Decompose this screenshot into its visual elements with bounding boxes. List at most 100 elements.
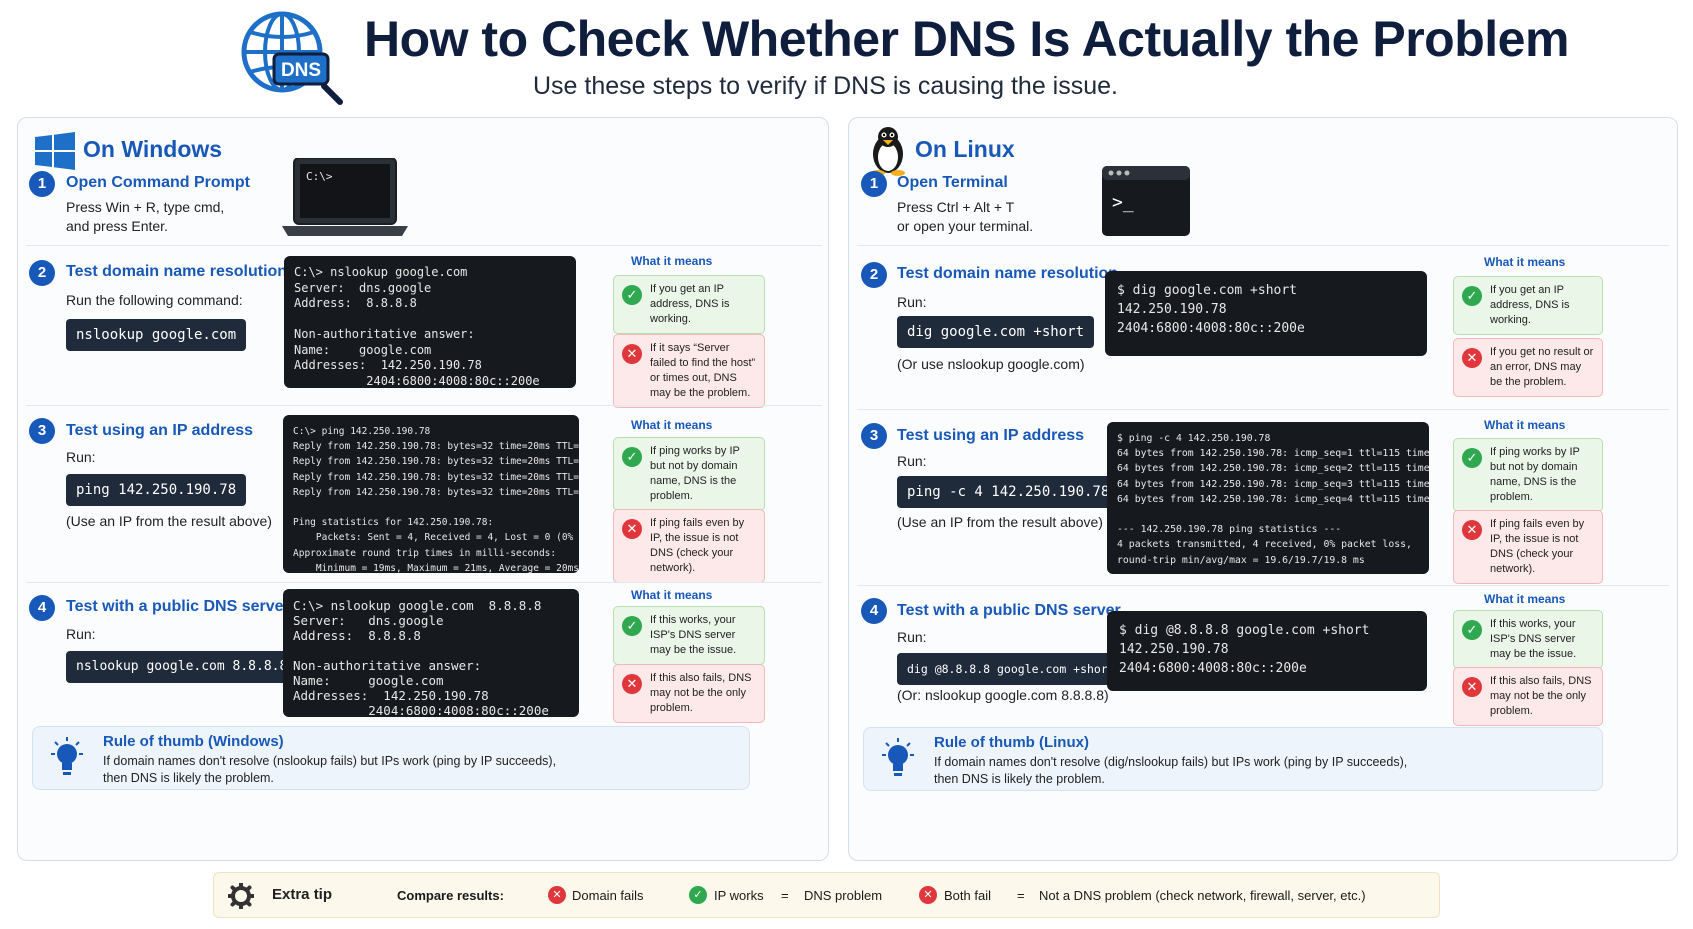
public-dns-command[interactable]: dig @8.8.8.8 google.com +short bbox=[897, 653, 1125, 685]
step-1-number: 1 bbox=[29, 171, 55, 197]
step-2-desc: Run the following command: bbox=[66, 292, 243, 308]
dns-globe-icon: DNS bbox=[241, 11, 343, 105]
step-1-title: Open Terminal bbox=[897, 174, 1008, 191]
success-card: ✓ If ping works by IP but not by domain … bbox=[613, 437, 765, 511]
both-fail-label: Both fail bbox=[944, 888, 991, 903]
divider bbox=[857, 245, 1669, 246]
equals-sign: = bbox=[1017, 888, 1025, 903]
lightbulb-icon bbox=[882, 738, 914, 776]
failure-card: ✕ If it says “Server failed to find the … bbox=[613, 334, 765, 408]
check-icon: ✓ bbox=[1462, 448, 1482, 468]
rule-of-thumb-box: Rule of thumb (Linux) If domain names do… bbox=[863, 727, 1603, 791]
step-1-title: Open Command Prompt bbox=[66, 174, 251, 191]
check-icon: ✓ bbox=[1462, 286, 1482, 306]
cross-icon: ✕ bbox=[1462, 520, 1482, 540]
svg-text:>_: >_ bbox=[1112, 192, 1134, 213]
equals-sign: = bbox=[781, 888, 789, 903]
step-2-desc: Run: bbox=[897, 294, 927, 310]
svg-text:C:\>: C:\> bbox=[306, 170, 333, 183]
step-4-title: Test with a public DNS server bbox=[66, 598, 290, 615]
step-3-title: Test using an IP address bbox=[897, 427, 1085, 444]
laptop-icon: C:\> bbox=[282, 158, 408, 236]
failure-card: ✕ If this also fails, DNS may not be the… bbox=[613, 664, 765, 723]
public-dns-command[interactable]: nslookup google.com 8.8.8.8 bbox=[66, 651, 298, 683]
success-card: ✓ If ping works by IP but not by domain … bbox=[1453, 438, 1603, 512]
terminal-icon: >_ bbox=[1102, 166, 1190, 236]
what-it-means-label: What it means bbox=[1484, 418, 1566, 432]
domain-fails-label: Domain fails bbox=[572, 888, 644, 903]
step-3-note: (Use an IP from the result above) bbox=[897, 514, 1103, 530]
ping-output: $ ping -c 4 142.250.190.78 64 bytes from… bbox=[1107, 422, 1429, 574]
cross-icon: ✕ bbox=[1462, 677, 1482, 697]
rule-of-thumb-box: Rule of thumb (Windows) If domain names … bbox=[32, 726, 750, 790]
success-card: ✓ If you get an IP address, DNS is worki… bbox=[613, 275, 765, 334]
rule-title: Rule of thumb (Windows) bbox=[103, 733, 284, 750]
step-1-desc: and press Enter. bbox=[66, 218, 168, 234]
public-dns-output: $ dig @8.8.8.8 google.com +short 142.250… bbox=[1107, 611, 1427, 691]
dig-command[interactable]: dig google.com +short bbox=[897, 316, 1095, 348]
step-2-number: 2 bbox=[29, 260, 55, 286]
extra-tip-bar: Extra tip Compare results: ✕ Domain fail… bbox=[213, 872, 1440, 918]
step-3-title: Test using an IP address bbox=[66, 422, 254, 439]
divider bbox=[857, 585, 1669, 586]
not-dns-label: Not a DNS problem (check network, firewa… bbox=[1039, 888, 1366, 903]
windows-title: On Windows bbox=[83, 136, 223, 162]
cross-icon: ✕ bbox=[548, 886, 566, 904]
success-card: ✓ If this works, your ISP's DNS server m… bbox=[613, 606, 765, 665]
failure-card: ✕ If ping fails even by IP, the issue is… bbox=[1453, 510, 1603, 584]
svg-text:DNS: DNS bbox=[281, 60, 321, 81]
lightbulb-icon bbox=[51, 737, 83, 775]
success-card: ✓ If this works, your ISP's DNS server m… bbox=[1453, 610, 1603, 669]
nslookup-command[interactable]: nslookup google.com bbox=[66, 319, 247, 351]
step-3-note: (Use an IP from the result above) bbox=[66, 513, 272, 529]
dig-output: $ dig google.com +short 142.250.190.78 2… bbox=[1105, 271, 1427, 356]
ping-output: C:\> ping 142.250.190.78 Reply from 142.… bbox=[283, 415, 579, 573]
failure-card: ✕ If this also fails, DNS may not be the… bbox=[1453, 667, 1603, 726]
step-1-desc: or open your terminal. bbox=[897, 218, 1034, 234]
check-icon: ✓ bbox=[622, 616, 642, 636]
what-it-means-label: What it means bbox=[631, 588, 713, 602]
step-3-number: 3 bbox=[861, 423, 887, 449]
check-icon: ✓ bbox=[1462, 620, 1482, 640]
divider bbox=[857, 409, 1669, 410]
check-icon: ✓ bbox=[622, 285, 642, 305]
ping-command[interactable]: ping 142.250.190.78 bbox=[66, 474, 247, 506]
step-1-desc: Press Win + R, type cmd, bbox=[66, 199, 225, 215]
ip-works-label: IP works bbox=[714, 888, 764, 903]
step-1-desc: Press Ctrl + Alt + T bbox=[897, 199, 1015, 215]
rule-text: If domain names don't resolve (nslookup … bbox=[103, 754, 557, 785]
step-4-desc: Run: bbox=[66, 626, 96, 642]
what-it-means-label: What it means bbox=[1484, 592, 1566, 606]
step-2-title: Test domain name resolution bbox=[897, 265, 1119, 282]
step-2-number: 2 bbox=[861, 262, 887, 288]
failure-card: ✕ If you get no result or an error, DNS … bbox=[1453, 338, 1603, 397]
check-icon: ✓ bbox=[689, 886, 707, 904]
nslookup-output: C:\> nslookup google.com Server: dns.goo… bbox=[284, 256, 576, 388]
extra-tip-title: Extra tip bbox=[272, 886, 333, 903]
linux-panel: On Linux >_ 1 Open Terminal Press Ctrl +… bbox=[848, 117, 1678, 861]
cross-icon: ✕ bbox=[622, 674, 642, 694]
step-3-desc: Run: bbox=[897, 453, 927, 469]
windows-logo-icon bbox=[35, 132, 75, 170]
cross-icon: ✕ bbox=[622, 344, 642, 364]
page-subtitle: Use these steps to verify if DNS is caus… bbox=[533, 72, 1118, 100]
step-2-note: (Or use nslookup google.com) bbox=[897, 356, 1085, 372]
page-title: How to Check Whether DNS Is Actually the… bbox=[364, 11, 1569, 67]
what-it-means-label: What it means bbox=[631, 254, 713, 268]
linux-title: On Linux bbox=[915, 136, 1015, 162]
step-3-desc: Run: bbox=[66, 449, 96, 465]
rule-title: Rule of thumb (Linux) bbox=[934, 734, 1089, 751]
divider bbox=[26, 582, 822, 583]
gear-icon bbox=[228, 883, 254, 909]
divider bbox=[26, 405, 822, 406]
step-4-note: (Or: nslookup google.com 8.8.8.8) bbox=[897, 687, 1109, 703]
step-4-number: 4 bbox=[861, 598, 887, 624]
what-it-means-label: What it means bbox=[631, 418, 713, 432]
ping-command[interactable]: ping -c 4 142.250.190.78 bbox=[897, 476, 1120, 508]
failure-card: ✕ If ping fails even by IP, the issue is… bbox=[613, 509, 765, 583]
step-3-number: 3 bbox=[29, 418, 55, 444]
step-4-number: 4 bbox=[29, 595, 55, 621]
success-card: ✓ If you get an IP address, DNS is worki… bbox=[1453, 276, 1603, 335]
tux-penguin-icon bbox=[871, 127, 905, 176]
what-it-means-label: What it means bbox=[1484, 255, 1566, 269]
